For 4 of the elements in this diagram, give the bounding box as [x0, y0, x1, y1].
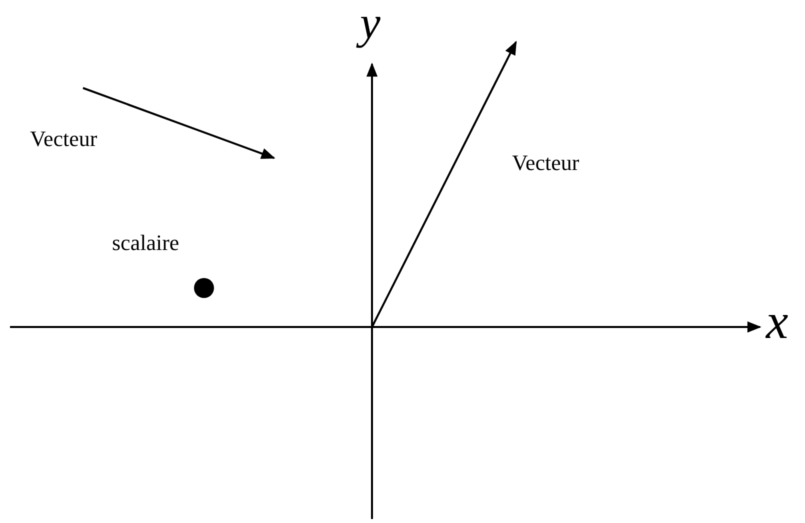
- scalar-label: scalaire: [112, 232, 180, 254]
- axis-label: x: [766, 296, 788, 346]
- vector-label: Vecteur: [512, 152, 580, 174]
- vector-label: Vecteur: [30, 128, 98, 150]
